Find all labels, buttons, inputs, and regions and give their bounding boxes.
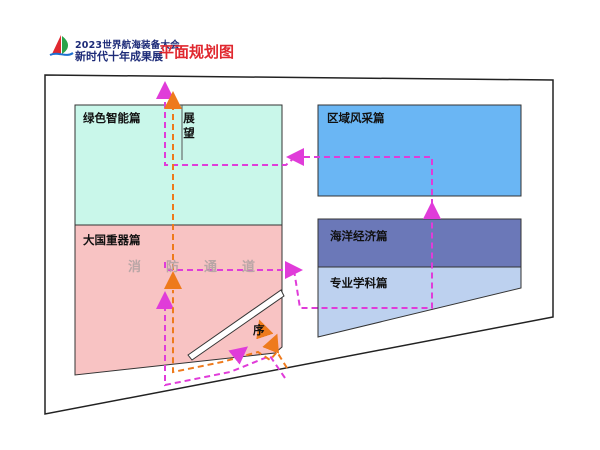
zone-marine-economy-label: 海洋经济篇 (330, 229, 388, 243)
route-orange-entry (172, 290, 288, 374)
route-magenta-east (293, 210, 433, 309)
header: 2023世界航海装备大会 新时代十年成果展 平面规划图 (0, 0, 600, 70)
zone-discipline (317, 266, 522, 338)
route-magenta-arrow-6 (228, 346, 249, 365)
route-magenta-north (295, 156, 433, 205)
entrance-wall (187, 289, 285, 361)
zone-regional-label: 区域风采篇 (327, 111, 385, 125)
route-orange-arrow-4 (262, 333, 280, 354)
page-title: 平面规划图 (159, 43, 235, 61)
zone-big-power-label: 大国重器篇 (83, 233, 141, 247)
zone-discipline-label: 专业学科篇 (330, 276, 388, 290)
header-exhibition-name: 新时代十年成果展 (75, 50, 163, 63)
route-orange-arrow-3 (256, 319, 274, 340)
corridor-char: 道 (242, 260, 258, 275)
route-magenta-entry (164, 300, 286, 387)
route-magenta-exit (164, 90, 296, 166)
corridor-char: 防 (166, 260, 182, 275)
expo-logo-icon (49, 35, 74, 56)
zone-outlook-label: 展望 (183, 111, 195, 140)
corridor-char: 通 (204, 260, 220, 275)
fire-corridor-label: 消防通道 (128, 256, 288, 275)
corridor-char: 消 (128, 260, 144, 275)
zone-preface-label: 序 (253, 323, 265, 337)
zone-marine-economy (317, 218, 522, 268)
header-event-name: 2023世界航海装备大会 (75, 40, 180, 51)
zone-regional (317, 104, 522, 197)
zone-green-smart-label: 绿色智能篇 (83, 111, 141, 125)
